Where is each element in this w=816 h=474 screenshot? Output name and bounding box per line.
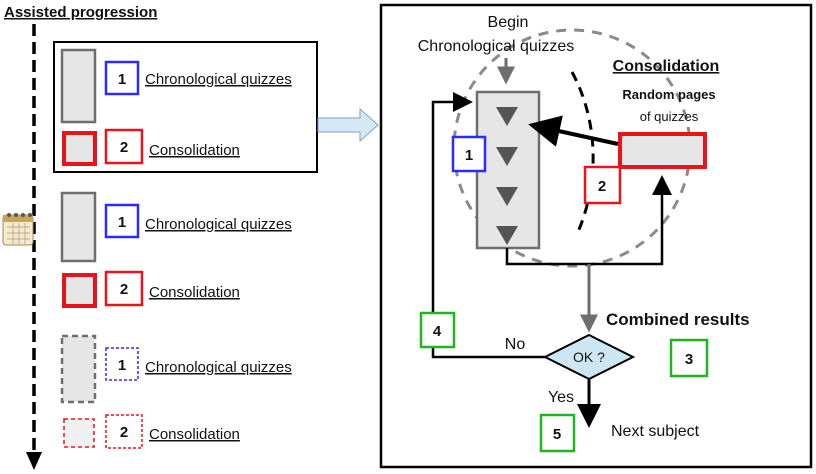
badge-3 [669,338,709,378]
group-2-badge-1 [104,203,140,239]
group-1-badge-1 [104,60,140,96]
consolidation-title: Consolidation [613,58,720,75]
chrono-step-4 [496,226,518,245]
group-2-chrono-label: Chronological quizzes [145,216,292,233]
chrono-step-2 [496,147,518,166]
badge-5-number: 5 [553,426,561,443]
begin-label: Begin [488,14,529,31]
group-1-frame [53,41,318,173]
next-subject-label: Next subject [611,423,700,440]
group-3-chrono-block [60,334,97,404]
group-2-badge-2-number: 2 [120,281,128,298]
group-2-chrono-block [60,191,97,263]
group-2-badge-2 [104,270,144,307]
group-1-consolidation-block [62,131,97,166]
group-3-badge-2-number: 2 [120,424,128,441]
group-3-badge-1-number: 1 [118,357,126,374]
chrono-step-1 [496,107,518,126]
group-1-badge-2 [104,128,144,165]
badge-1-number: 1 [465,147,473,164]
zoom-connector-arrow [317,107,379,143]
combined-results-label: Combined results [606,310,750,329]
group-3-consolidation-label: Consolidation [149,426,240,443]
badge-5 [539,413,576,453]
group-1-badge-1-number: 1 [118,71,126,88]
group-1-chrono-label: Chronological quizzes [145,71,292,88]
timeline-arrowhead [26,452,42,470]
chrono-to-consolidation-loop [505,175,672,266]
yes-label: Yes [548,389,574,406]
group-3-badge-1 [105,347,139,381]
assisted-progression-title: Assisted progression [4,4,157,21]
group-2-consolidation-block [62,273,97,308]
badge-4 [419,311,456,349]
chrono-step-3 [496,187,518,206]
badge-2-number: 2 [598,178,606,195]
group-3-consolidation-block [63,418,95,448]
detail-frame [379,3,813,469]
of-quizzes-label: of quizzes [640,109,699,124]
badge-4-number: 4 [433,323,442,340]
group-2-badge-1-number: 1 [118,214,126,231]
badge-1 [451,135,487,173]
random-pages-label: Random pages [622,87,715,102]
group-1-badge-2-number: 2 [120,139,128,156]
group-1-consolidation-label: Consolidation [149,142,240,159]
random-pages-block [618,132,707,169]
ok-decision-label: OK ? [573,349,605,365]
no-label: No [505,336,526,353]
calendar-icon [2,213,34,246]
chrono-title: Chronological quizzes [418,38,575,55]
no-loop-arrow [431,92,545,359]
consolidation-divider [570,71,595,233]
random-to-chrono-arrow [528,115,619,147]
group-1-chrono-block [60,48,97,124]
group-3-chrono-label: Chronological quizzes [145,359,292,376]
group-3-badge-2 [105,414,143,449]
badge-2 [583,165,622,205]
group-2-consolidation-label: Consolidation [149,284,240,301]
badge-3-number: 3 [685,351,693,368]
